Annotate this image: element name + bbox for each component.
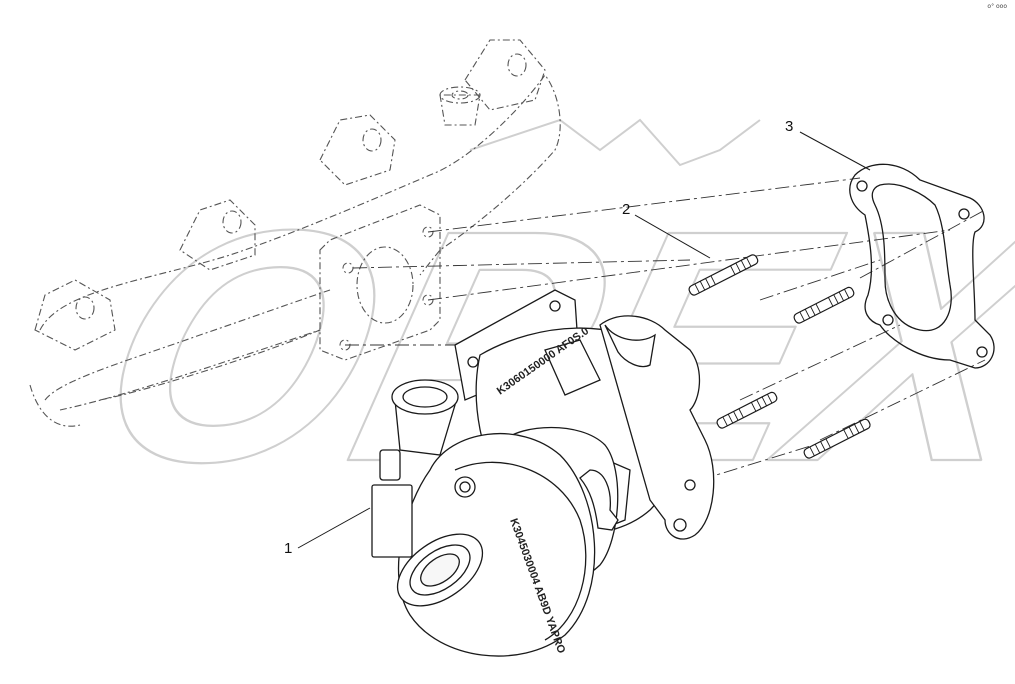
- gasket: [849, 163, 995, 369]
- callout-2: 2: [622, 201, 631, 218]
- exhaust-manifold: [29, 39, 561, 427]
- leader-1: [297, 507, 371, 549]
- studs: [688, 254, 871, 459]
- callout-1: 1: [284, 540, 293, 557]
- leader-lines: [297, 131, 871, 549]
- stud-1: [688, 254, 759, 296]
- stud-4: [803, 418, 871, 459]
- callout-3: 3: [785, 118, 794, 135]
- watermark-zigzag: [469, 118, 761, 167]
- leader-2: [634, 214, 711, 259]
- stud-2: [793, 286, 855, 324]
- stud-3: [716, 391, 778, 429]
- corner-mark: o° ooo: [987, 3, 1007, 10]
- turbocharger: [371, 289, 715, 657]
- leader-3: [799, 131, 871, 171]
- assembly-lines: [345, 177, 986, 481]
